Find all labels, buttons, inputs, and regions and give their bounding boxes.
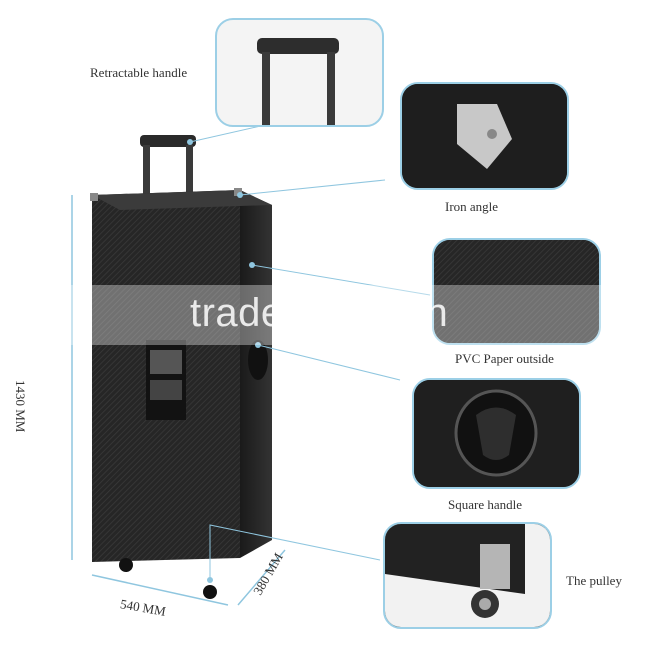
pvc-paper-label: PVC Paper outside — [455, 351, 554, 366]
iron-angle-label: Iron angle — [445, 199, 499, 214]
retractable-handle-callout — [215, 18, 384, 127]
watermark-band: trade.china.cn — [0, 285, 650, 345]
pulley-callout — [383, 522, 552, 629]
iron-angle-callout — [400, 82, 569, 190]
square-handle-label: Square handle — [448, 497, 523, 512]
pvc-paper-callout — [432, 238, 601, 345]
square-handle-callout — [412, 378, 581, 489]
watermark-text: trade.china.cn — [190, 291, 449, 335]
retractable-handle-label: Retractable handle — [90, 65, 188, 80]
height-dimension: 1430 MM — [13, 380, 28, 433]
pulley-label: The pulley — [566, 573, 622, 588]
